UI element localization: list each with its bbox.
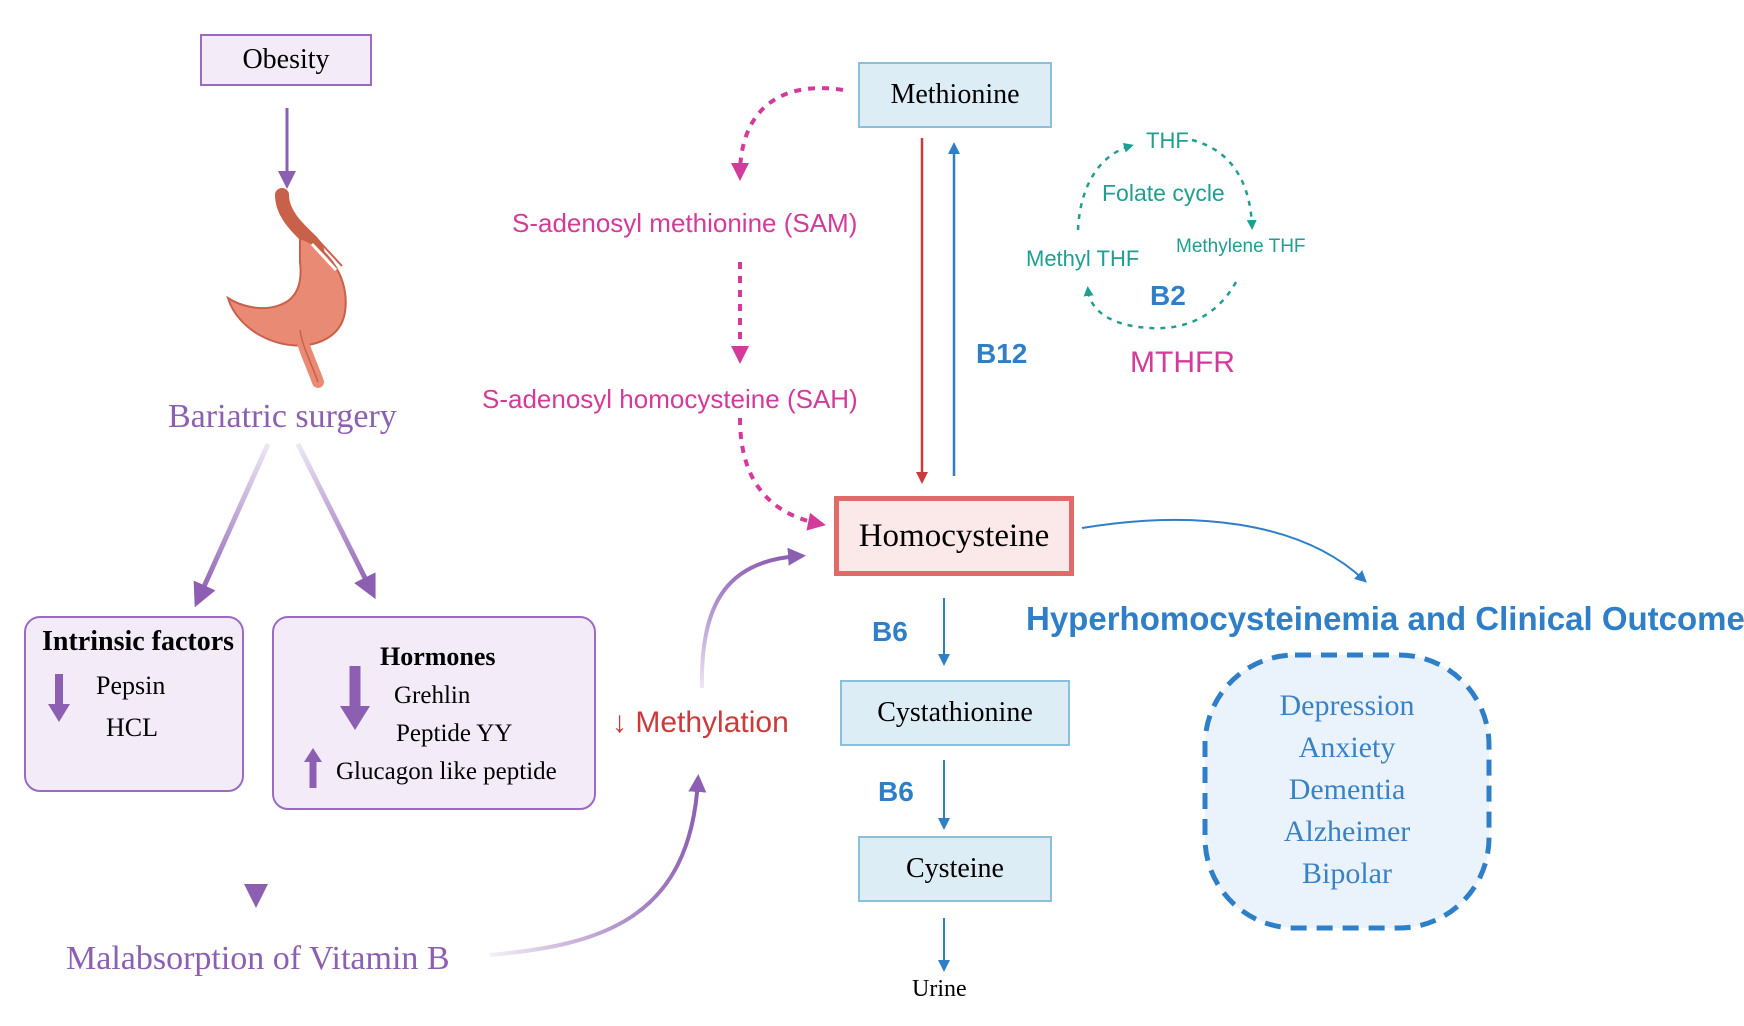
homocysteine-box: Homocysteine — [834, 496, 1074, 576]
hormones-title: Hormones — [380, 642, 496, 671]
methyl-thf-label: Methyl THF — [1026, 246, 1140, 271]
down-arrow-icon — [340, 666, 370, 737]
cysteine-box: Cysteine — [858, 836, 1052, 902]
intrinsic-title: Intrinsic factors — [42, 626, 235, 657]
outcome-item: Bipolar — [1302, 857, 1392, 890]
homocysteine-label: Homocysteine — [858, 517, 1050, 554]
malabsorption-label: Malabsorption of Vitamin B — [66, 940, 450, 977]
mthfr-label: MTHFR — [1130, 346, 1235, 379]
arrow-malabsorption-to-methylation — [489, 774, 707, 957]
stomach-icon — [226, 188, 347, 388]
methylation-label: ↓ Methylation — [612, 706, 789, 740]
intrinsic-item: HCL — [106, 713, 158, 742]
hormones-box: Hormones Grehlin Peptide YY Glucagon lik… — [272, 616, 596, 810]
urine-label: Urine — [912, 976, 967, 1002]
down-arrow-icon — [48, 674, 70, 729]
intrinsic-item: Pepsin — [96, 671, 166, 700]
intrinsic-box: Intrinsic factors Pepsin HCL — [24, 616, 244, 792]
methylation-text: Methylation — [635, 706, 789, 739]
outcome-item: Anxiety — [1298, 731, 1396, 764]
folate-cycle — [1076, 138, 1257, 330]
arrow-bariatric-to-intrinsic — [193, 442, 271, 608]
methylene-thf-label: Methylene THF — [1176, 236, 1306, 257]
hormone-down-item: Grehlin — [394, 682, 471, 709]
cysteine-label: Cysteine — [906, 853, 1004, 884]
sam-label: S-adenosyl methionine (SAM) — [512, 208, 858, 238]
b6-label-second: B6 — [878, 776, 914, 807]
obesity-label: Obesity — [242, 44, 330, 75]
hormone-up-item: Glucagon like peptide — [336, 758, 557, 785]
sah-label: S-adenosyl homocysteine (SAH) — [482, 384, 858, 414]
outcomes-list: Depression Anxiety Dementia Alzheimer Bi… — [1205, 670, 1489, 910]
outcomes-title: Hyperhomocysteinemia and Clinical Outcom… — [1026, 600, 1744, 637]
outcomes-shape — [1202, 652, 1492, 931]
arrow-methylation-to-homocysteine — [699, 547, 806, 689]
outcome-item: Dementia — [1288, 773, 1406, 806]
folate-cycle-label: Folate cycle — [1102, 180, 1225, 206]
outcome-item: Alzheimer — [1283, 815, 1411, 848]
cystathionine-box: Cystathionine — [840, 680, 1070, 746]
b6-label-first: B6 — [872, 616, 908, 647]
hormone-down-item: Peptide YY — [396, 720, 513, 747]
outcome-item: Depression — [1279, 689, 1415, 722]
arrow-bariatric-to-hormones — [295, 442, 376, 600]
b2-label: B2 — [1150, 280, 1186, 311]
b12-label: B12 — [976, 338, 1028, 369]
thf-label: THF — [1146, 128, 1189, 153]
arrow-methionine-to-sam — [731, 86, 844, 181]
arrow-homocysteine-to-outcomes — [1081, 518, 1367, 583]
up-arrow-icon — [304, 748, 322, 793]
bariatric-label: Bariatric surgery — [168, 398, 397, 435]
decrease-arrow-icon: ↓ — [612, 706, 627, 739]
cystathionine-label: Cystathionine — [877, 697, 1033, 728]
methionine-label: Methionine — [890, 79, 1020, 110]
methionine-box: Methionine — [858, 62, 1052, 128]
arrow-sah-to-homocysteine — [738, 417, 826, 531]
obesity-box: Obesity — [200, 34, 372, 86]
